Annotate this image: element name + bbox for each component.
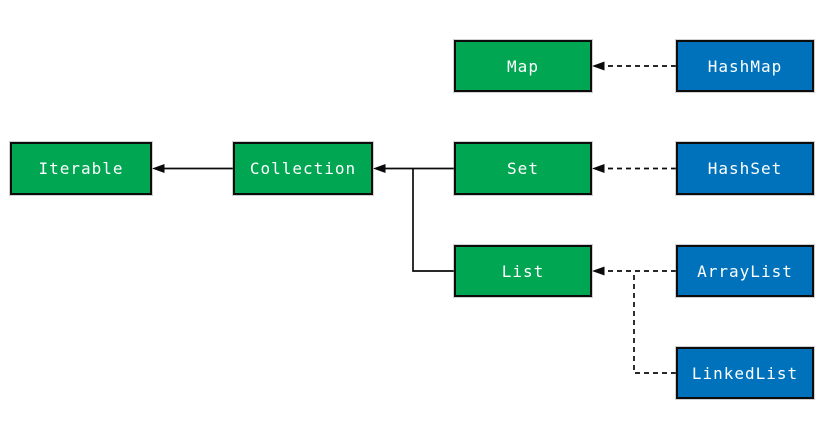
node-iterable: Iterable: [10, 142, 152, 195]
node-hashset: HashSet: [676, 142, 814, 195]
node-iterable-label: Iterable: [38, 159, 124, 178]
arrowhead-at-map: [592, 61, 605, 71]
node-collection-label: Collection: [249, 159, 357, 178]
node-arraylist-label: ArrayList: [697, 261, 793, 281]
edge-list-to-collection: [412, 168, 454, 272]
edge-linkedlist-to-list: [633, 271, 676, 374]
node-hashmap: HashMap: [676, 40, 814, 92]
node-map-label: Map: [507, 56, 539, 76]
node-linkedlist-label: LinkedList: [691, 363, 799, 383]
node-set: Set: [454, 142, 592, 195]
arrowhead-at-list: [592, 266, 605, 276]
node-linkedlist: LinkedList: [676, 347, 814, 399]
arrowhead-at-iterable: [152, 164, 165, 173]
arrowhead-at-set: [592, 164, 605, 173]
node-collection: Collection: [233, 142, 373, 195]
node-map: Map: [454, 40, 592, 92]
arrowhead-at-collection: [373, 164, 386, 173]
node-list: List: [454, 245, 592, 297]
node-hashmap-label: HashMap: [707, 56, 783, 76]
node-hashset-label: HashSet: [707, 159, 783, 178]
node-set-label: Set: [507, 159, 539, 178]
node-list-label: List: [501, 261, 545, 281]
node-arraylist: ArrayList: [676, 245, 814, 297]
